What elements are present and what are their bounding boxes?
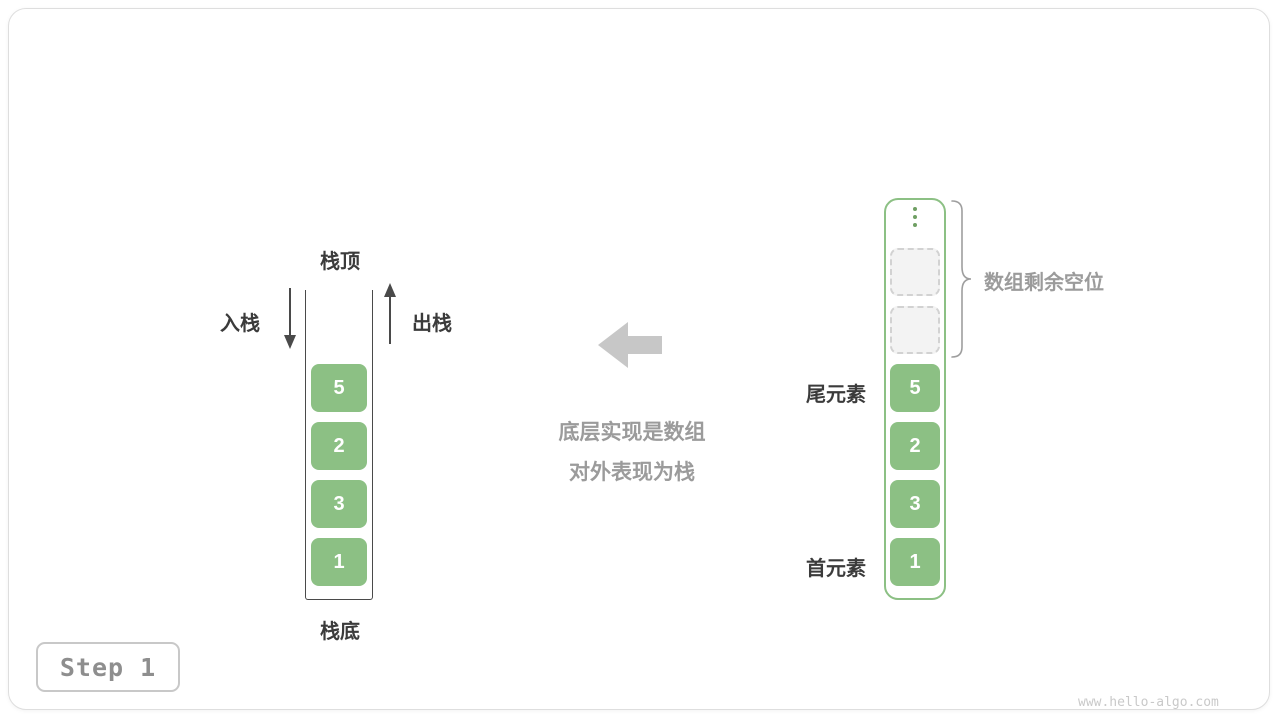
left-block-arrow-icon [598,322,662,368]
stack-cell-0: 5 [311,364,367,412]
watermark: www.hello-algo.com [1078,695,1219,710]
remaining-slots-label: 数组剩余空位 [984,272,1104,294]
array-empty-slot-0 [890,248,940,296]
stack-cell-1: 2 [311,422,367,470]
pop-up-arrow-icon [384,283,396,344]
pop-label: 出栈 [412,313,452,335]
stack-container [305,290,373,600]
vertical-ellipsis-icon [913,207,917,227]
stack-top-label: 栈顶 [320,251,360,273]
step-badge: Step 1 [36,642,180,692]
array-cell-1: 2 [890,422,940,470]
tail-element-label: 尾元素 [806,384,866,406]
diagram-card [8,8,1270,710]
head-element-label: 首元素 [806,558,866,580]
push-label: 入栈 [220,313,260,335]
middle-caption-line2: 对外表现为栈 [569,461,695,484]
push-down-arrow-icon [284,288,296,349]
curly-brace-icon [951,200,972,358]
stack-cell-2: 3 [311,480,367,528]
array-cell-3: 1 [890,538,940,586]
array-cell-2: 3 [890,480,940,528]
middle-caption-line1: 底层实现是数组 [558,421,706,444]
stack-bottom-label: 栈底 [320,621,360,643]
stack-cell-3: 1 [311,538,367,586]
array-cell-0: 5 [890,364,940,412]
step-badge-label: Step 1 [59,652,157,682]
array-empty-slot-1 [890,306,940,354]
